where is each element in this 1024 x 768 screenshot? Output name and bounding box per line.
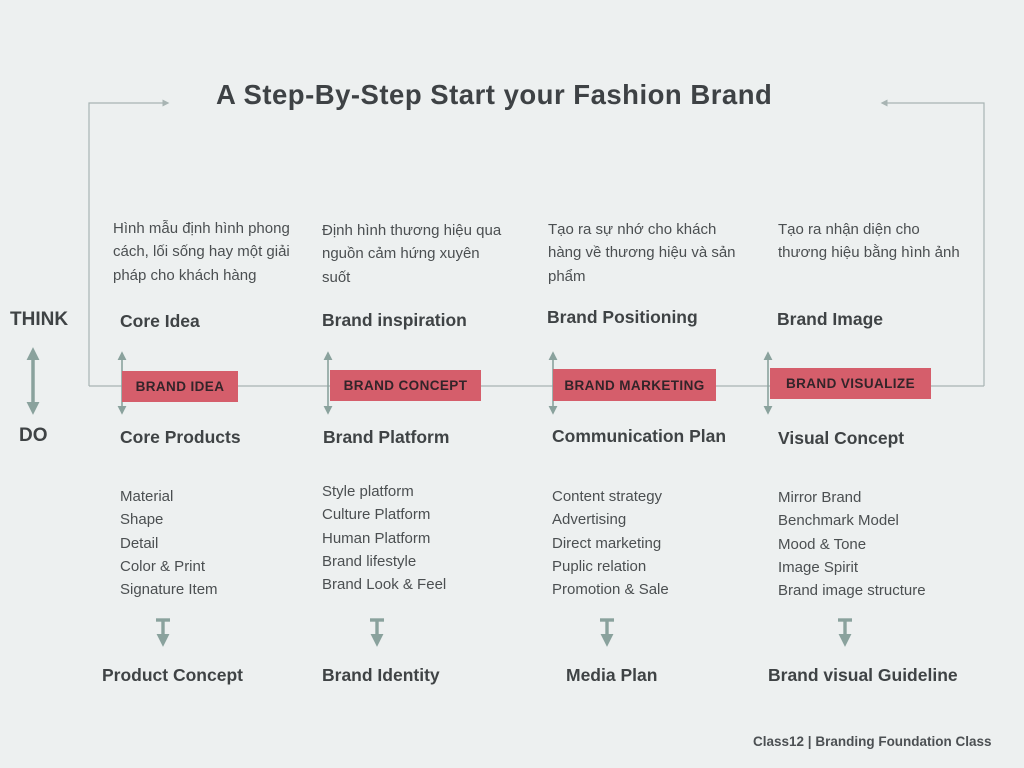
column3-stage-badge: BRAND MARKETING (553, 369, 716, 401)
column2-do-item: Brand Platform (323, 427, 450, 447)
column2-outcome-label: Brand Identity (322, 665, 440, 685)
column1-outcome-arrow (156, 618, 170, 647)
list-item: Promotion & Sale (552, 581, 669, 599)
column4-outcome-arrow (838, 618, 852, 647)
column2-outcome-arrow (370, 618, 384, 647)
list-item: Human Platform (322, 529, 431, 547)
list-item: Brand Look & Feel (322, 576, 447, 594)
do-axis-label: DO (19, 425, 48, 446)
list-item: Puplic relation (552, 557, 647, 575)
list-item: Culture Platform (322, 506, 431, 524)
list-item: Direct marketing (552, 534, 662, 552)
list-item: Style platform (322, 483, 414, 500)
column2-description: Định hình thương hiệu qua nguồn cảm hứng… (322, 222, 502, 286)
column4-think-item: Brand Image (777, 309, 883, 329)
list-item: Benchmark Model (778, 512, 899, 530)
list-item: Detail (120, 534, 159, 552)
column3-outcome-arrow (600, 618, 614, 647)
list-item: Content strategy (552, 488, 663, 505)
list-item: Brand lifestyle (322, 552, 417, 570)
column1-outcome-label: Product Concept (102, 665, 243, 685)
list-item: Color & Print (120, 557, 206, 575)
list-item: Advertising (552, 511, 627, 529)
slide-title: A Step-By-Step Start your Fashion Brand (216, 79, 773, 110)
column1-description: Hình mẫu định hình phong cách, lối sống … (113, 220, 290, 284)
column1-do-list: Material Shape Detail Color & Print Sign… (120, 485, 218, 601)
footer-credit: Class12 | Branding Foundation Class (753, 734, 992, 749)
column3-outcome-label: Media Plan (566, 665, 658, 685)
column2-stage-badge: BRAND CONCEPT (330, 370, 481, 401)
list-item: Material (120, 488, 174, 505)
column1-stage-badge: BRAND IDEA (122, 371, 238, 402)
column4-outcome-label: Brand visual Guideline (768, 665, 958, 685)
list-item: Mirror Brand (778, 489, 862, 506)
column3-think-item: Brand Positioning (547, 307, 698, 327)
column3-description: Tạo ra sự nhớ cho khách hàng về thương h… (548, 221, 736, 285)
column1-do-item: Core Products (120, 427, 241, 447)
right-bracket-arrow (880, 99, 985, 386)
list-item: Brand image structure (778, 582, 926, 600)
list-item: Mood & Tone (778, 535, 867, 553)
list-item: Shape (120, 511, 164, 529)
column3-do-list: Content strategy Advertising Direct mark… (552, 485, 669, 601)
list-item: Image Spirit (778, 558, 859, 576)
left-bracket-arrow (88, 99, 170, 386)
column4-do-list: Mirror Brand Benchmark Model Mood & Tone… (778, 486, 926, 602)
think-axis-label: THINK (10, 309, 69, 330)
list-item: Signature Item (120, 581, 218, 599)
column4-description: Tạo ra nhận diện cho thương hiệu bằng hì… (778, 221, 960, 262)
column2-think-item: Brand inspiration (322, 310, 467, 330)
column3-do-item: Communication Plan (552, 426, 727, 446)
column1-think-item: Core Idea (120, 311, 200, 331)
column4-do-item: Visual Concept (778, 428, 905, 448)
column2-do-list: Style platform Culture Platform Human Pl… (322, 480, 446, 596)
column4-stage-badge: BRAND VISUALIZE (770, 368, 931, 399)
